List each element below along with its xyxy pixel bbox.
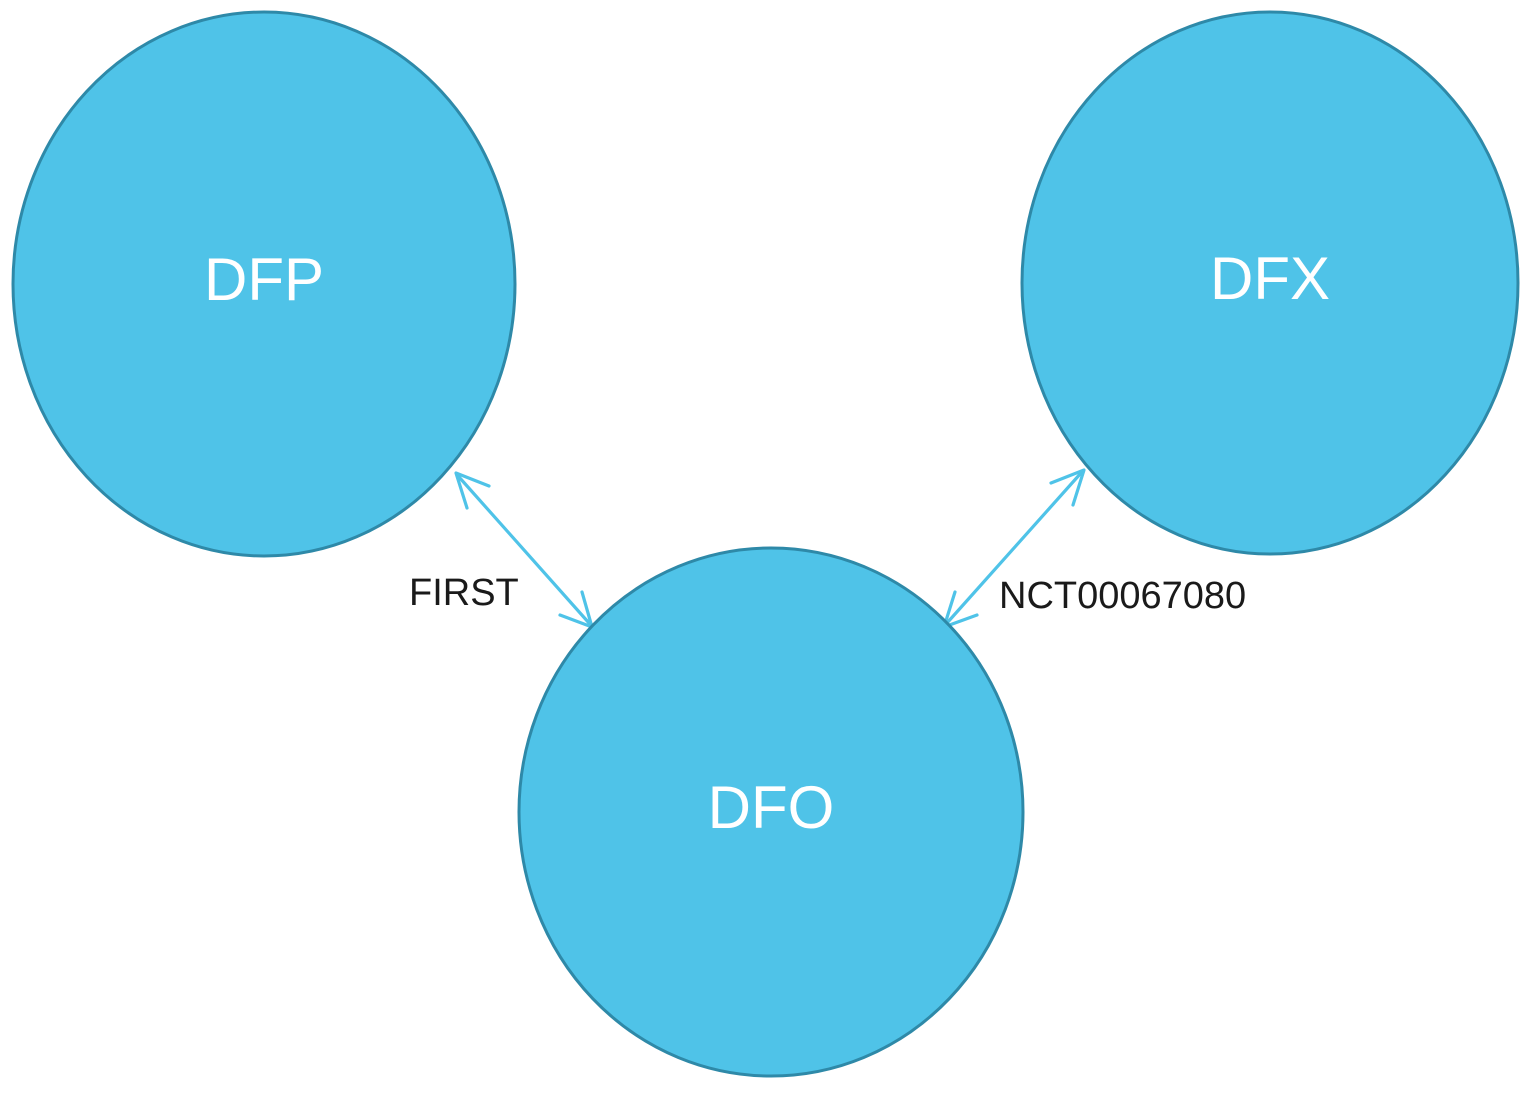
edge-dfx-dfo-label: NCT00067080 xyxy=(999,575,1246,617)
node-dfp-label: DFP xyxy=(204,246,324,313)
edge-dfx-dfo[interactable]: NCT00067080 xyxy=(942,468,1246,629)
node-dfp-shape xyxy=(11,10,517,558)
edge-dfx-dfo-line xyxy=(945,471,1083,625)
node-dfx-shape xyxy=(1020,10,1520,556)
edge-dfp-dfo-line xyxy=(457,475,591,625)
node-dfo[interactable]: DFO xyxy=(517,546,1025,1078)
edge-dfp-dfo-label: FIRST xyxy=(409,572,519,614)
node-dfx-label: DFX xyxy=(1210,245,1330,312)
node-dfo-label: DFO xyxy=(708,774,835,841)
node-dfx[interactable]: DFX xyxy=(1020,10,1520,556)
edge-dfx-dfo-arrowhead-start xyxy=(1049,468,1086,507)
node-dfo-shape xyxy=(517,546,1025,1078)
edge-dfp-dfo-arrowhead-start xyxy=(454,471,491,510)
node-dfp[interactable]: DFP xyxy=(11,10,517,558)
edge-dfp-dfo[interactable]: FIRST xyxy=(409,471,594,629)
